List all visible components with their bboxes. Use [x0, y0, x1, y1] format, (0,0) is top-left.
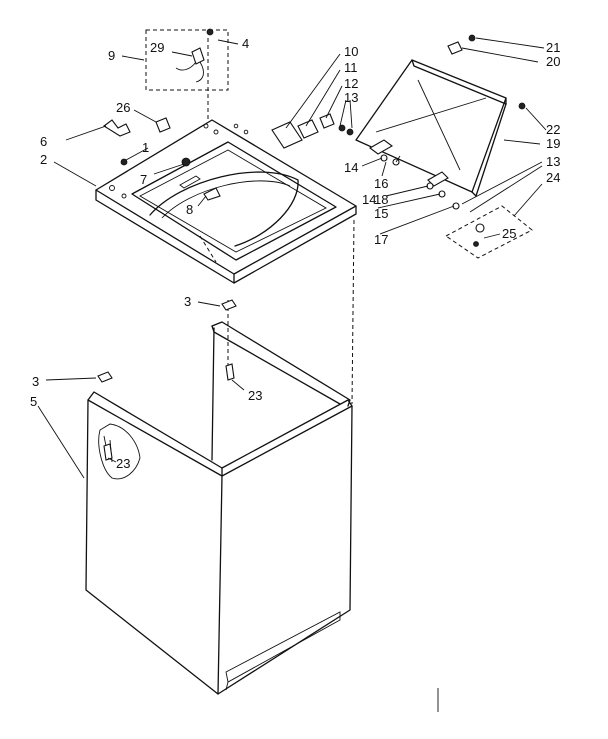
callout-2: 2 — [40, 152, 47, 167]
callout-25: 25 — [502, 226, 516, 241]
leader-lines — [37, 37, 547, 479]
callout-22: 22 — [546, 122, 560, 137]
callout-12: 12 — [344, 76, 358, 91]
clip-part — [97, 371, 113, 383]
callout-26: 26 — [116, 100, 130, 115]
callout-11: 11 — [344, 60, 358, 75]
grommet-part — [181, 157, 191, 167]
callout-29: 29 — [150, 40, 164, 55]
bumper-part — [447, 41, 463, 55]
screw-part — [103, 443, 113, 461]
latch-part — [203, 187, 221, 201]
callout-21: 21 — [546, 40, 560, 55]
bushing-part — [475, 223, 485, 233]
bracket-part — [155, 117, 171, 133]
screw-part — [518, 102, 526, 110]
callout-24: 24 — [546, 170, 560, 185]
callout-15: 15 — [374, 206, 388, 221]
callout-13: 13 — [344, 90, 358, 105]
guide-line — [351, 219, 355, 405]
callout-13: 13 — [546, 154, 560, 169]
top-panel — [95, 119, 357, 284]
callout-1: 1 — [142, 140, 149, 155]
screw-part — [468, 34, 476, 42]
hinge-group-box — [445, 205, 533, 259]
hinge-part — [319, 113, 335, 129]
clip-part — [103, 119, 131, 137]
callout-7: 7 — [140, 172, 147, 187]
screw-part — [206, 28, 214, 36]
callout-5: 5 — [30, 394, 37, 409]
callout-3: 3 — [32, 374, 39, 389]
callout-17: 17 — [374, 232, 388, 247]
callout-8: 8 — [186, 202, 193, 217]
callout-labels: 1 2 3 3 4 5 6 7 8 9 10 11 12 13 13 14 14… — [30, 36, 560, 471]
callout-16: 16 — [374, 176, 388, 191]
screw-part — [473, 241, 479, 247]
guide-line — [199, 235, 217, 263]
callout-10: 10 — [344, 44, 358, 59]
callout-6: 6 — [40, 134, 47, 149]
switch-part — [191, 47, 205, 65]
callout-14: 14 — [344, 160, 358, 175]
callout-9: 9 — [108, 48, 115, 63]
callout-3: 3 — [184, 294, 191, 309]
screw-part — [346, 128, 354, 136]
wire-part — [175, 61, 197, 71]
nut-part — [120, 158, 128, 166]
wire-part — [195, 61, 204, 83]
hinge-part — [297, 119, 319, 139]
cabinet — [85, 321, 353, 695]
callout-23: 23 — [248, 388, 262, 403]
screw-part — [338, 124, 346, 132]
callout-20: 20 — [546, 54, 560, 69]
callout-23: 23 — [116, 456, 130, 471]
callout-4: 4 — [242, 36, 249, 51]
lid — [355, 59, 507, 197]
screw-part — [225, 363, 235, 381]
hinge-part — [271, 121, 303, 149]
callout-19: 19 — [546, 136, 560, 151]
callout-18: 18 — [374, 192, 388, 207]
callout-14: 14 — [362, 192, 376, 207]
wire-harness-group-box — [145, 29, 229, 91]
clip-part — [221, 299, 237, 311]
